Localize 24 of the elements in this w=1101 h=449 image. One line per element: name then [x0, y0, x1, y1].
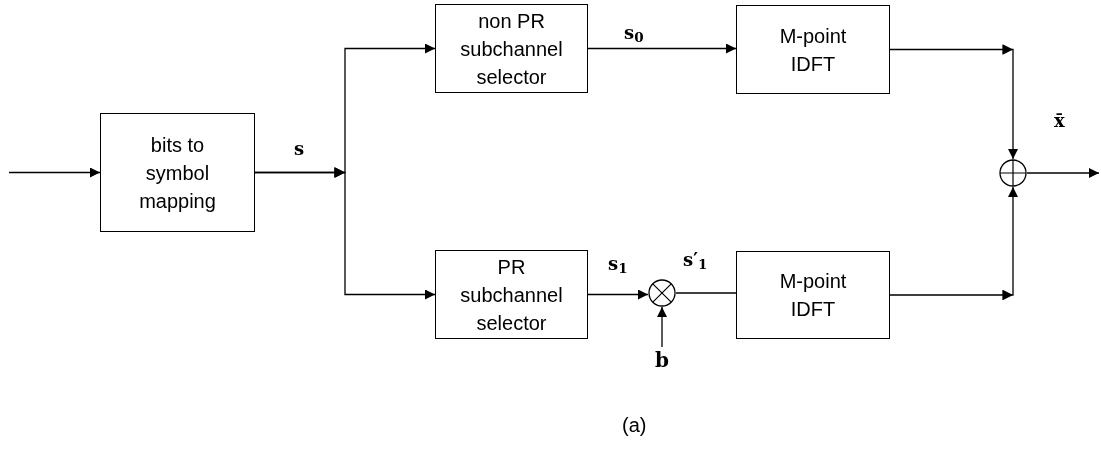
process-box [435, 250, 588, 339]
box-label: M-point IDFT [778, 269, 848, 322]
arrow [657, 306, 667, 348]
box-label: PR subchannel selector [459, 254, 564, 336]
arrow [889, 186, 1018, 301]
box-label: non PR subchannel selector [459, 8, 564, 90]
multiplier-symbol [648, 279, 676, 307]
signal-label: b [650, 347, 674, 373]
adder-symbol [999, 159, 1027, 187]
arrow [889, 43, 1018, 160]
process-box [736, 5, 890, 94]
process-box [100, 113, 255, 232]
arrow [587, 43, 737, 54]
process-box [736, 251, 890, 339]
box-label: M-point IDFT [778, 23, 848, 77]
arrow [8, 167, 101, 178]
process-box [435, 4, 588, 93]
box-label: bits to symbol mapping [138, 132, 217, 214]
arrow [254, 166, 436, 300]
edge-label: s′$_{1}$ [681, 251, 710, 269]
caption: (a) [622, 413, 647, 438]
arrow [587, 289, 649, 300]
arrow [1026, 168, 1100, 178]
edge-label: x̄ [1052, 112, 1067, 130]
